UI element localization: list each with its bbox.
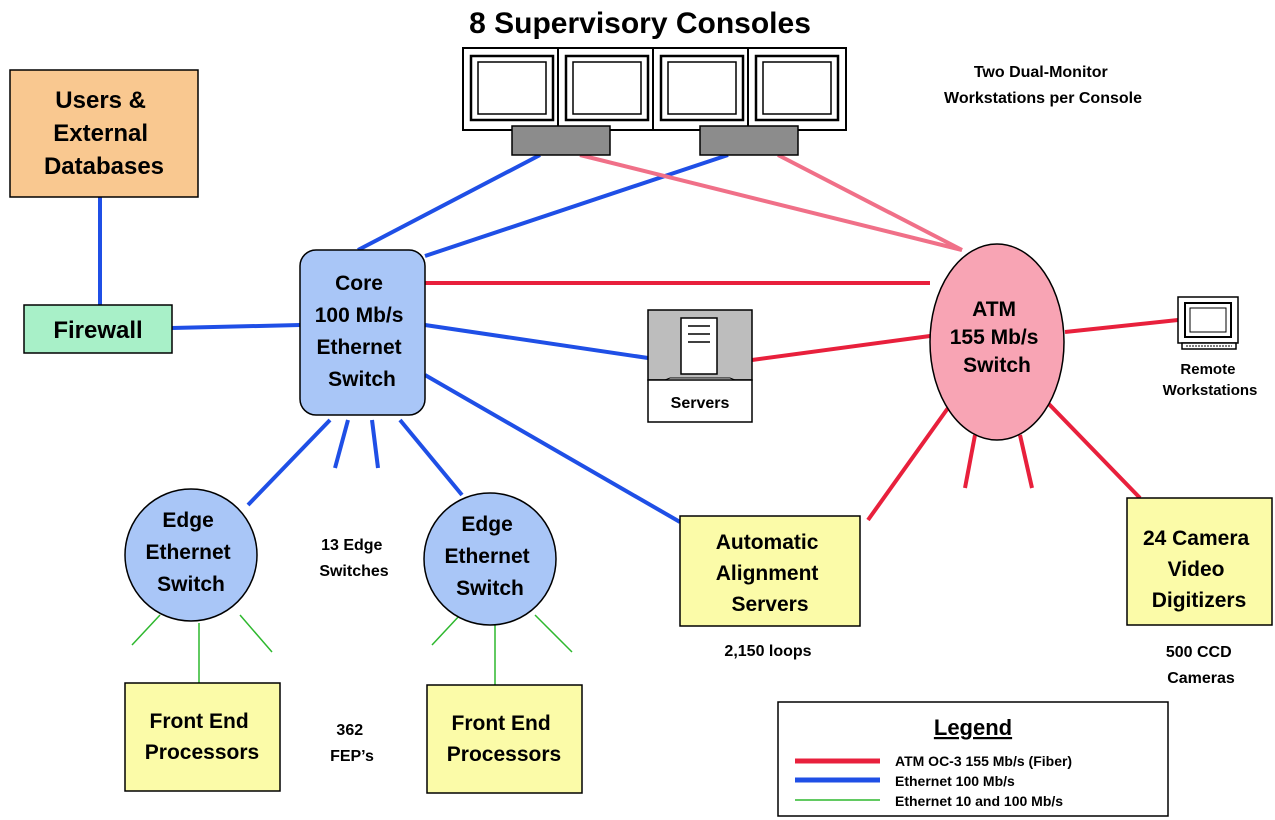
- link-core-edge2: [398, 418, 464, 497]
- cameras-note: 500 CCD Cameras: [1166, 644, 1236, 687]
- users-databases-label: Users & External Databases: [44, 87, 164, 180]
- fep-box-1-label: Front End Processors: [145, 710, 259, 764]
- remote-workstation-icon: [1177, 296, 1239, 350]
- servers-icon: [647, 309, 753, 423]
- link-edge2-stub-right: [534, 614, 573, 653]
- link-core-stub-1: [333, 419, 350, 469]
- link-atm-alignment: [866, 406, 950, 522]
- link-atm-stub-2: [1018, 434, 1034, 489]
- atm-switch: [929, 243, 1065, 441]
- core-switch: [299, 249, 426, 416]
- link-core-edge1: [246, 418, 332, 507]
- alignment-servers-box: [679, 515, 861, 627]
- link-firewall-core: [171, 323, 301, 330]
- link-core-stub-2: [370, 419, 380, 469]
- console-base: [699, 125, 799, 156]
- edge-switch-2: [423, 492, 557, 626]
- monitor-icon: [557, 47, 657, 131]
- link-atm-stub-1: [963, 434, 977, 489]
- link-core-servers: [424, 323, 649, 360]
- link-atm-video: [1043, 398, 1142, 500]
- video-digitizers-box: [1126, 497, 1273, 626]
- loops-note: 2,150 loops: [724, 643, 811, 660]
- firewall-box: [23, 304, 173, 354]
- link-servers-atm: [751, 334, 931, 362]
- atm-switch-label: ATM 155 Mb/s Switch: [950, 298, 1045, 377]
- remote-workstations-label: Remote Workstations: [1163, 361, 1258, 399]
- fep-box-2: [426, 684, 583, 794]
- edge-switch-2-label: Edge Ethernet Switch: [444, 513, 535, 600]
- fep-box-1: [124, 682, 281, 792]
- alignment-servers-label: Automatic Alignment Servers: [716, 531, 825, 616]
- link-console1-atm: [579, 153, 963, 252]
- legend-title: Legend: [934, 715, 1012, 740]
- monitor-icon: [652, 47, 752, 131]
- link-core-alignment: [424, 373, 681, 524]
- link-edge1-stub-right: [239, 614, 273, 653]
- link-atm-remote: [1064, 318, 1179, 334]
- servers-label: Servers: [671, 395, 730, 412]
- console-base: [511, 125, 611, 156]
- legend-label-atm: ATM OC-3 155 Mb/s (Fiber): [895, 753, 1072, 769]
- users-databases-box: [9, 69, 199, 198]
- edge-switch-count: 13 Edge Switches: [319, 537, 388, 580]
- monitor-icon: [462, 47, 562, 131]
- legend: Legend ATM OC-3 155 Mb/s (Fiber) Etherne…: [777, 701, 1169, 817]
- legend-label-ethernet-100: Ethernet 100 Mb/s: [895, 773, 1015, 789]
- link-console2-core: [424, 153, 729, 258]
- supervisory-consoles: [462, 47, 847, 156]
- link-edge2-stub-left: [431, 614, 461, 646]
- video-digitizers-label: 24 Camera Video Digitizers: [1143, 527, 1255, 612]
- edge-switch-1: [124, 488, 258, 622]
- console-note: Two Dual-Monitor Workstations per Consol…: [944, 64, 1142, 107]
- legend-label-ethernet-10: Ethernet 10 and 100 Mb/s: [895, 793, 1063, 809]
- fep-count: 362 FEP’s: [330, 722, 374, 765]
- fep-box-2-label: Front End Processors: [447, 712, 561, 766]
- link-console2-atm: [777, 153, 963, 252]
- connections: [98, 153, 1179, 685]
- link-edge1-stub-left: [131, 614, 161, 646]
- edge-switch-1-label: Edge Ethernet Switch: [145, 509, 236, 596]
- link-console1-core: [357, 153, 541, 252]
- monitor-icon: [747, 47, 847, 131]
- firewall-label: Firewall: [53, 317, 142, 344]
- core-switch-label: Core 100 Mb/s Ethernet Switch: [315, 272, 410, 391]
- diagram-title: 8 Supervisory Consoles: [469, 7, 811, 40]
